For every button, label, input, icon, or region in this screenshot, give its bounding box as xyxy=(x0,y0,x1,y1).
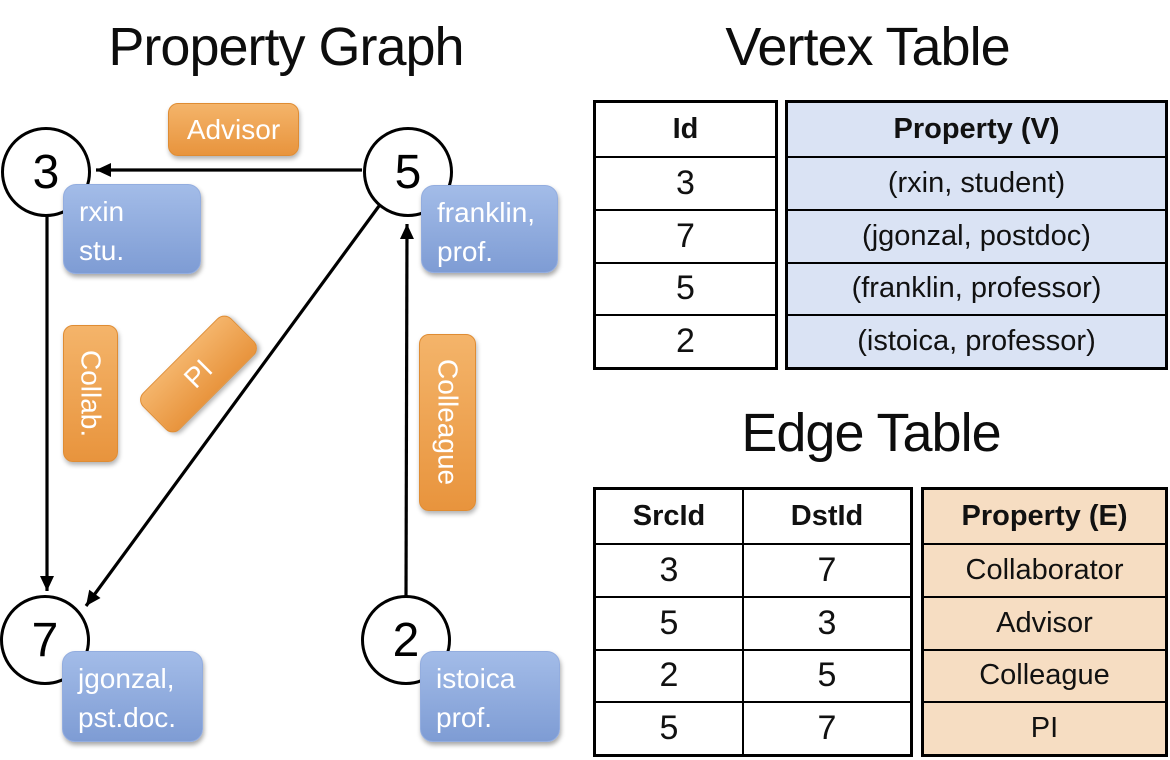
table-row: Collaborator xyxy=(924,543,1165,596)
vertex-table-id-header: Id xyxy=(672,113,699,145)
edge-label-advisor: Advisor xyxy=(168,103,299,156)
prop-line: prof. xyxy=(436,702,493,733)
table-row: PI xyxy=(924,701,1165,754)
edge-label-collab: Collab. xyxy=(63,325,118,462)
property-graph-title: Property Graph xyxy=(108,17,464,77)
vertex-prop-box-franklin: franklin, prof. xyxy=(421,185,558,273)
vertex-prop-box-rxin: rxin stu. xyxy=(63,184,201,274)
table-row: 3 7 xyxy=(596,543,910,596)
prop-line: stu. xyxy=(79,235,125,266)
table-row: 2 xyxy=(596,314,775,367)
vertex-prop-box-jgonzal: jgonzal, pst.doc. xyxy=(62,651,203,742)
edge-label-colleague: Colleague xyxy=(419,334,476,511)
table-row: 5 xyxy=(596,261,775,315)
prop-line: franklin, xyxy=(437,197,536,228)
table-row: Colleague xyxy=(924,648,1165,702)
table-row: (rxin, student) xyxy=(788,156,1165,209)
prop-line: rxin xyxy=(79,196,125,227)
table-row: 2 5 xyxy=(596,648,910,702)
vertex-table-property-column: Property (V) (rxin, student) (jgonzal, p… xyxy=(785,100,1168,370)
prop-line: prof. xyxy=(437,236,494,267)
prop-line: pst.doc. xyxy=(78,702,177,733)
vertex-prop-box-istoica: istoica prof. xyxy=(420,651,560,742)
edge-table-title: Edge Table xyxy=(741,403,1001,463)
table-row: 7 xyxy=(596,208,775,262)
graph-node-5: 5 xyxy=(363,127,453,217)
vertex-table-title: Vertex Table xyxy=(725,17,1010,77)
edge-colleague-2-to-5 xyxy=(399,223,414,598)
table-row: Advisor xyxy=(924,595,1165,649)
graph-edges xyxy=(40,163,414,607)
prop-line: jgonzal, xyxy=(78,663,175,694)
table-row: (franklin, professor) xyxy=(788,261,1165,315)
edge-table-property-column: Property (E) Collaborator Advisor Collea… xyxy=(921,487,1168,757)
graph-node-2: 2 xyxy=(361,595,451,685)
vertex-table-id-column: Id 3 7 5 2 xyxy=(593,100,778,370)
table-row: (jgonzal, postdoc) xyxy=(788,208,1165,262)
edge-table-property-header: Property (E) xyxy=(961,500,1128,532)
table-row: 3 xyxy=(596,156,775,209)
table-row: (istoica, professor) xyxy=(788,314,1165,367)
table-row: 5 3 xyxy=(596,595,910,649)
edge-table-src-header: SrcId xyxy=(632,500,706,532)
edge-table-dst-header: DstId xyxy=(742,490,910,543)
edge-table-id-columns: SrcId DstId 3 7 5 3 2 5 5 7 xyxy=(593,487,913,757)
prop-line: istoica xyxy=(436,663,516,694)
table-row: 5 7 xyxy=(596,701,910,754)
vertex-table-property-header: Property (V) xyxy=(893,113,1060,145)
edge-pi-5-to-7 xyxy=(84,205,381,607)
